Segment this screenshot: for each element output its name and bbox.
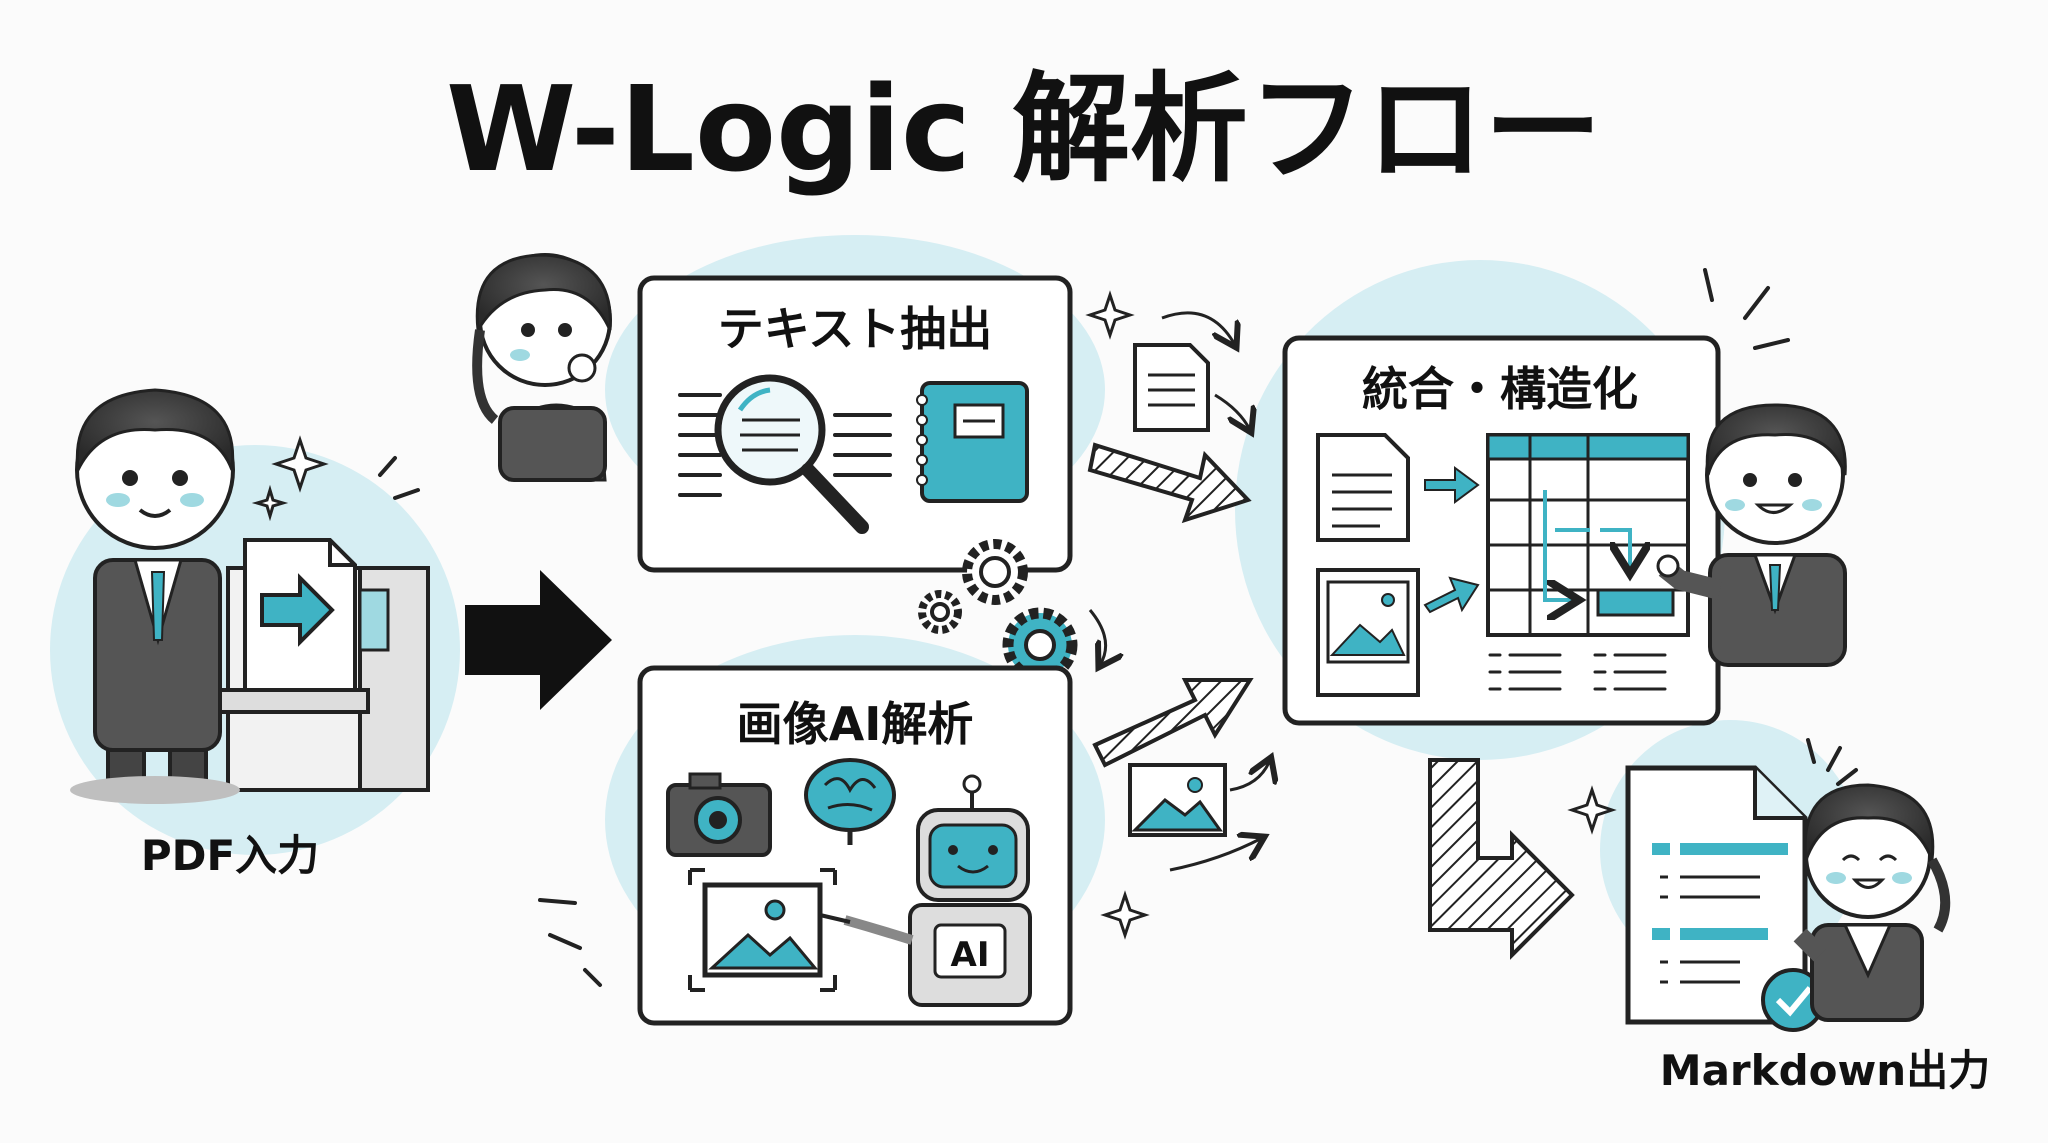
brain-icon [804, 758, 896, 845]
robot-ai-badge: AI [951, 935, 990, 975]
markdown-output-scene: Markdown出力 [1567, 738, 1990, 1095]
markdown-document-icon [1625, 765, 1825, 1032]
middle-flow-arrows [1085, 290, 1270, 940]
gears-icon [918, 539, 1078, 683]
to-markdown-arrow-icon [1428, 758, 1575, 960]
image-frame-icon [1316, 568, 1420, 697]
pdf-input-scene: PDF入力 [70, 388, 430, 880]
sparkle-icon [1085, 290, 1150, 940]
robot-icon: AI [819, 774, 1032, 1007]
doc-icon [1316, 433, 1410, 542]
businessman-pointing-icon [1656, 403, 1847, 667]
image-ai-box: 画像AI解析 AI [637, 665, 1073, 1026]
businessman-pdf-icon [70, 388, 240, 804]
integration-label: 統合・構造化 [1362, 362, 1638, 416]
pdf-input-label: PDF入力 [141, 831, 319, 880]
text-extraction-box: テキスト抽出 [637, 275, 1073, 573]
main-flow-arrow-icon [465, 570, 612, 710]
pdf-document-icon [243, 538, 357, 692]
thinking-woman-icon [472, 253, 612, 482]
table-icon [1486, 433, 1690, 637]
magnifier-icon [714, 374, 869, 534]
motion-lines [538, 898, 602, 987]
sparkle-icon [251, 435, 329, 522]
smiling-woman-icon [1793, 783, 1951, 1022]
emphasis-lines [1703, 268, 1790, 350]
sparkle-icon [1567, 785, 1617, 835]
image-ai-label: 画像AI解析 [737, 697, 974, 751]
camera-icon [666, 772, 772, 857]
notebook-icon [916, 381, 1029, 503]
document-icon [1133, 343, 1210, 432]
integration-box: 統合・構造化 [1282, 335, 1721, 726]
picture-icon [1128, 763, 1227, 837]
text-extraction-label: テキスト抽出 [718, 302, 993, 356]
page-title: W-Logic 解析フロー [446, 60, 1602, 198]
image-scan-icon [688, 868, 837, 992]
markdown-output-label: Markdown出力 [1660, 1046, 1990, 1095]
